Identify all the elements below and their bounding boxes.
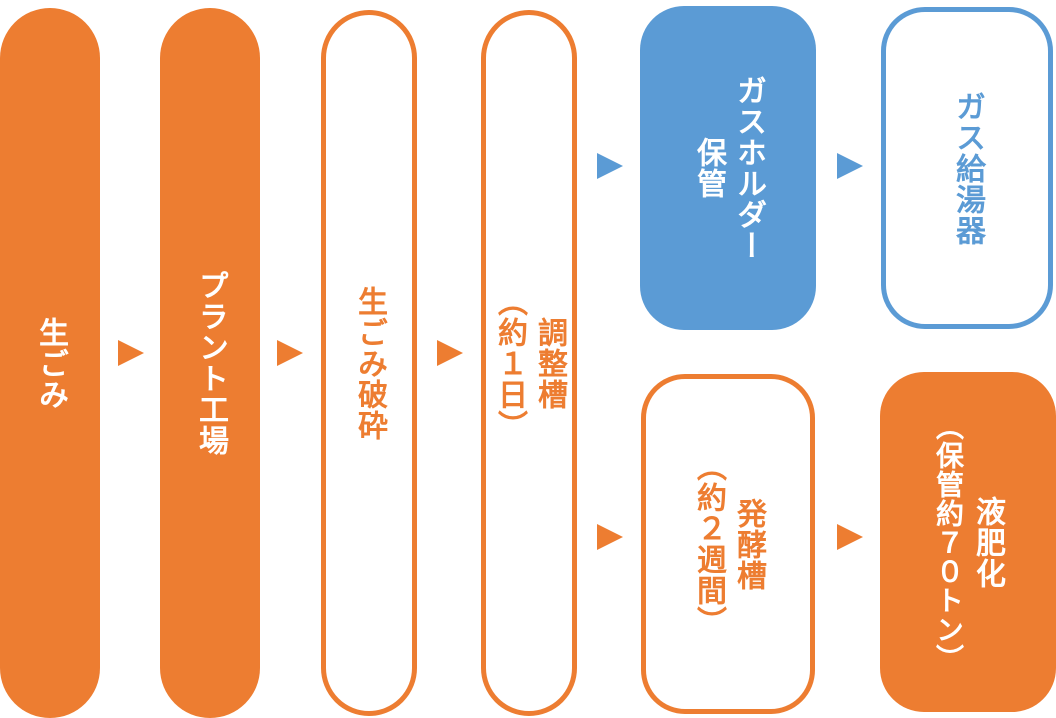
- node-gas-water-heater: ガス給湯器: [881, 7, 1053, 329]
- arrow-right-icon: [597, 524, 623, 550]
- node-plant-factory-label: プラント工場: [193, 270, 228, 456]
- node-adjustment-tank-label: 調整槽: [532, 316, 567, 410]
- node-gas-holder: ガスホルダー 保管: [640, 6, 816, 330]
- arrow-right-icon: [118, 340, 144, 366]
- node-fermentation-tank: 発酵槽 （約２週間）: [641, 374, 815, 714]
- node-plant-factory: プラント工場: [160, 8, 260, 718]
- node-adjustment-tank: 調整槽 （約１日）: [481, 10, 577, 716]
- arrow-right-icon: [277, 340, 303, 366]
- node-raw-garbage-label: 生ごみ: [33, 316, 68, 410]
- arrow-right-icon: [837, 153, 863, 179]
- node-gas-holder-label: ガスホルダー: [731, 75, 766, 261]
- arrow-right-icon: [597, 153, 623, 179]
- node-garbage-crushing: 生ごみ破砕: [321, 10, 417, 716]
- node-gas-holder-sublabel: 保管: [691, 137, 726, 199]
- node-raw-garbage: 生ごみ: [0, 8, 100, 718]
- node-liquid-fertilizer: 液肥化 （保管約７０トン）: [880, 372, 1056, 712]
- node-liquid-fertilizer-storage: （保管約７０トン）: [932, 411, 965, 673]
- node-garbage-crushing-label: 生ごみ破砕: [352, 285, 387, 441]
- node-liquid-fertilizer-label: 液肥化: [970, 495, 1005, 589]
- node-gas-water-heater-label: ガス給湯器: [950, 90, 985, 246]
- node-fermentation-tank-duration: （約２週間）: [691, 451, 726, 637]
- node-adjustment-tank-duration: （約１日）: [492, 285, 527, 441]
- node-fermentation-tank-label: 発酵槽: [731, 497, 766, 591]
- arrow-right-icon: [837, 524, 863, 550]
- arrow-right-icon: [437, 340, 463, 366]
